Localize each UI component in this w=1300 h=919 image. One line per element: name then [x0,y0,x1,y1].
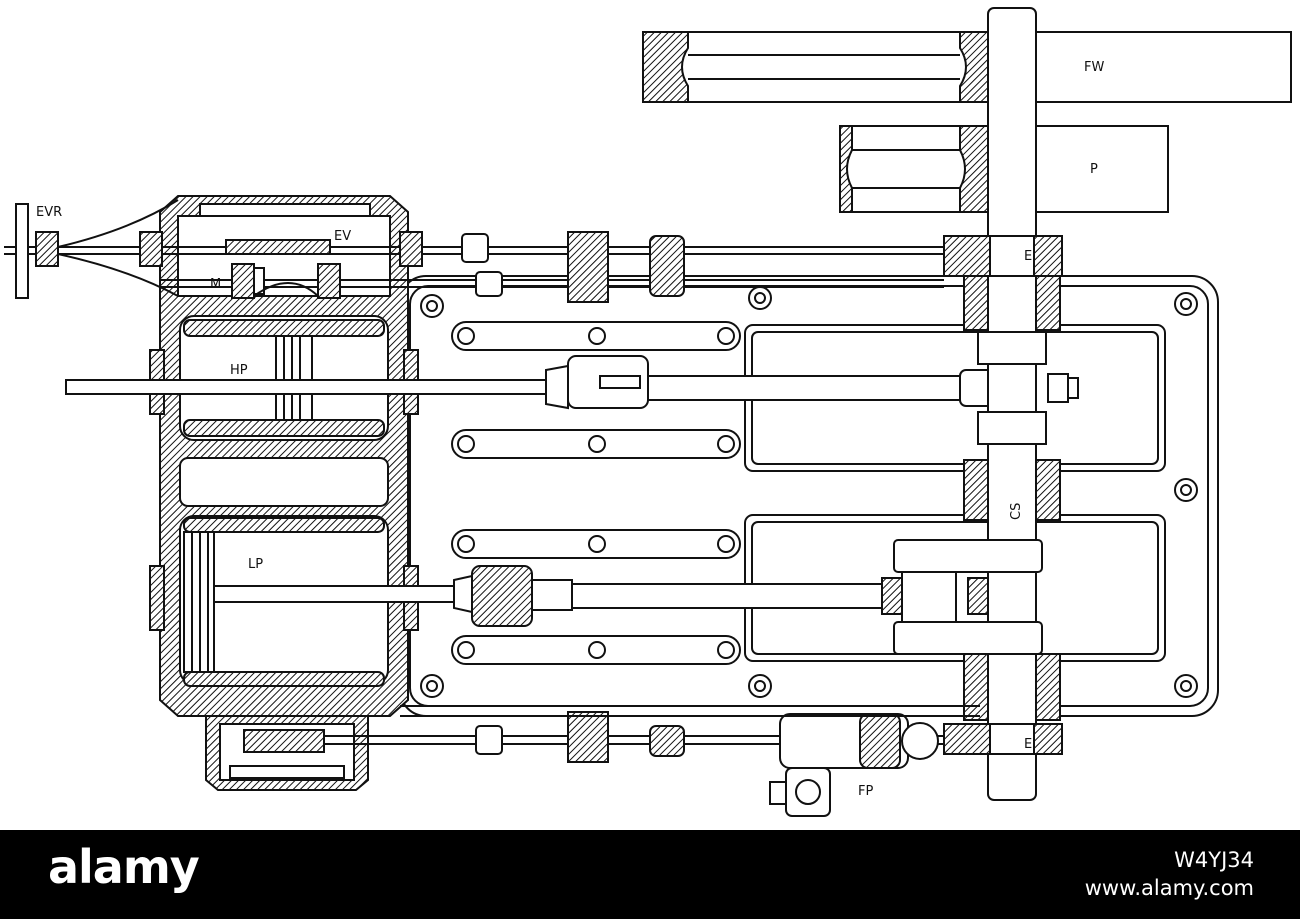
label-m: M [210,277,221,292]
label-e-bottom: E [1024,737,1032,752]
stock-footer: alamy W4YJ34 www.alamy.com [0,830,1300,919]
site-url: www.alamy.com [1084,876,1254,900]
label-hp: HP [230,363,248,378]
lp-piston-rod [213,565,903,627]
label-fp: FP [858,784,873,799]
label-p: P [1090,162,1098,177]
label-lp: LP [248,557,263,572]
guide-bars-lp [451,529,741,665]
hp-piston-rod [65,355,1079,410]
guide-bars-hp [451,321,741,459]
label-ev: EV [334,229,351,244]
bed-bolts [420,286,1198,698]
bed-plate [399,275,1219,717]
label-evr: EVR [36,205,62,220]
hp-piston [183,319,385,437]
label-fw: FW [1084,60,1104,75]
flywheel [642,31,1292,103]
label-e-top: E [1024,249,1032,264]
cylinder-block [149,195,419,791]
engine-plan-drawing: EVR EV M HP LP FW P E CS E FP [4,7,1292,817]
label-cs: CS [1009,503,1024,520]
condenser-fitting [231,263,341,299]
alamy-logo: alamy [48,840,200,894]
diagram-labels: EVR EV M HP LP FW P E CS E FP [36,60,1104,799]
image-id: W4YJ34 [1174,848,1254,872]
valve-rods-upper [4,199,944,303]
crankshaft [893,7,1063,801]
lp-piston [183,517,385,687]
valve-rods-lower [243,705,980,817]
